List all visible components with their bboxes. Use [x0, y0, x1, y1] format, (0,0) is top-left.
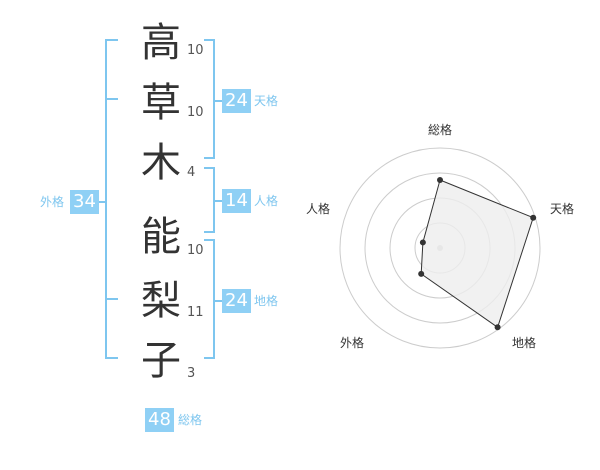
stroke-count-4: 10: [187, 243, 204, 258]
radar-point-1: [437, 177, 443, 183]
soukaku-value-badge: 48: [145, 408, 174, 432]
stroke-count-6: 3: [187, 366, 196, 381]
stroke-count-5: 11: [187, 305, 204, 320]
radar-axis-label-tenkaku: 天格: [549, 202, 574, 216]
radar-axis-label-gaikaku: 外格: [339, 336, 364, 350]
radar-axis-label-jinkaku: 人格: [305, 202, 330, 216]
radar-axis-label-chikaku: 地格: [511, 336, 536, 350]
gaikaku-label: 外格: [40, 195, 65, 209]
radar-point-3: [494, 324, 501, 331]
name-char-5: 梨: [141, 278, 181, 324]
jinkaku-label: 人格: [254, 194, 279, 208]
radar-point-5: [419, 239, 426, 246]
tenkaku-value-badge: 24: [222, 89, 251, 113]
radar-ring: [339, 147, 541, 349]
radar-series-polygon: [420, 179, 534, 329]
name-char-2: 草: [141, 80, 181, 126]
gaikaku-value-badge: 34: [70, 190, 99, 214]
stroke-count-3: 4: [187, 165, 196, 180]
radar-point-4: [418, 270, 425, 277]
radar-point-2: [530, 214, 537, 221]
soukaku-label: 総格: [178, 413, 203, 427]
stroke-count-1: 10: [187, 43, 204, 58]
name-char-3: 木: [141, 140, 181, 186]
stroke-count-2: 10: [187, 105, 204, 120]
name-char-1: 高: [141, 20, 181, 66]
chikaku-value-badge: 24: [222, 289, 251, 313]
jinkaku-value-badge: 14: [222, 189, 251, 213]
tenkaku-label: 天格: [254, 94, 279, 108]
chikaku-label: 地格: [254, 294, 279, 308]
name-char-6: 子: [141, 338, 181, 384]
name-char-4: 能: [141, 214, 181, 260]
radar-axis-label-soukaku: 総格: [427, 123, 452, 137]
